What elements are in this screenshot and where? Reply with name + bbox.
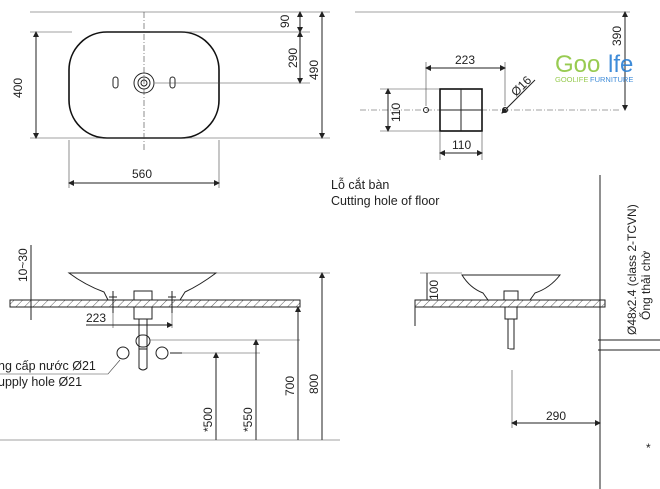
cutout-view: 223 110 110 Ø16 390 Lỗ cắt bàn Cutting h… — [331, 11, 630, 208]
supply-label-vi: ng cấp nước Ø21 — [0, 359, 96, 373]
dim-110-side: 110 — [389, 103, 403, 122]
dim-490: 490 — [307, 60, 321, 80]
side-view: 100 290 Ø48x2.4 (class 2-TCVN) Ống thải … — [414, 175, 660, 489]
dim-10-30: 10~30 — [16, 248, 30, 282]
dim-110-bottom: 110 — [452, 138, 471, 152]
dim-223-front: 223 — [86, 311, 106, 325]
dim-100: 100 — [427, 280, 441, 300]
dim-700: 700 — [283, 376, 297, 396]
supply-valve-icon — [155, 346, 169, 360]
svg-text:FURNITURE: FURNITURE — [590, 75, 633, 84]
side-basin-profile — [461, 274, 562, 301]
dim-800: 800 — [307, 374, 321, 394]
cutout-caption-en: Cutting hole of floor — [331, 194, 439, 208]
side-countertop — [414, 299, 606, 308]
svg-text:lfe: lfe — [608, 51, 633, 78]
countertop — [9, 299, 301, 308]
svg-text:GOOLIFE: GOOLIFE — [555, 75, 588, 84]
dim-560: 560 — [132, 167, 152, 181]
cutout-caption-vi: Lỗ cắt bàn — [331, 177, 389, 192]
dim-400: 400 — [11, 78, 25, 98]
top-view: 90 290 490 400 560 — [11, 11, 330, 188]
svg-text:Goo: Goo — [555, 51, 600, 78]
p-trap — [507, 344, 605, 369]
pipe-label-vi: Ống thải chờ — [638, 251, 653, 320]
dim-90: 90 — [278, 14, 292, 28]
dim-223-cutout: 223 — [455, 53, 475, 67]
supply-label-en: upply hole Ø21 — [0, 375, 82, 389]
watermark-logo: Goo lfe GOOLIFE FURNITURE — [555, 51, 633, 84]
dim-290: 290 — [286, 48, 300, 68]
note-star: * — [646, 441, 651, 455]
basin-profile — [67, 272, 218, 301]
supply-valve-icon — [116, 346, 130, 360]
dim-390: 390 — [610, 26, 624, 46]
dim-500: *500 — [201, 407, 215, 432]
dim-290-side: 290 — [546, 409, 566, 423]
dim-diameter-16: Ø16 — [508, 73, 534, 99]
dim-550: *550 — [241, 407, 255, 432]
front-view: 10~30 223 *500 *550 700 800 ng cấp nước … — [0, 245, 340, 441]
pipe-spec-label: Ø48x2.4 (class 2-TCVN) — [625, 204, 639, 335]
